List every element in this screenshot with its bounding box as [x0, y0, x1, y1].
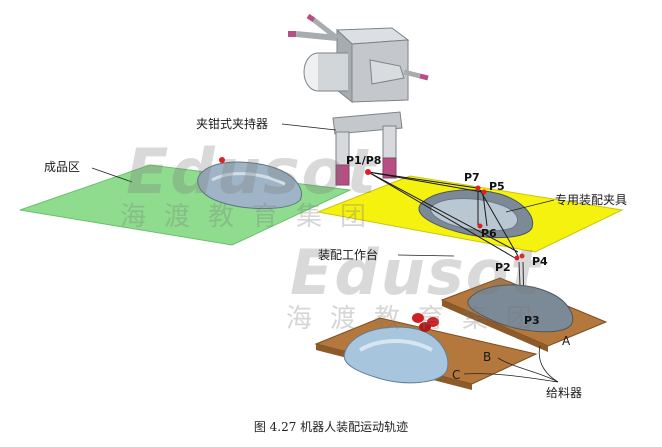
- waypoint-label-p1p8: P1/P8: [346, 154, 382, 167]
- watermark-cjk-lower: 海渡教育集团: [286, 304, 551, 334]
- waypoint-label-p6: P6: [481, 227, 497, 240]
- waypoint-label-p3: P3: [524, 314, 540, 327]
- finished-mouse: [197, 161, 302, 209]
- leader-lines: [91, 123, 559, 383]
- watermark-latin-lower: Edusot: [290, 236, 543, 309]
- feeder-red-part: [412, 313, 424, 323]
- feeder-letter-b: B: [483, 350, 492, 364]
- assembly-fixture-label: 专用装配夹具: [555, 193, 628, 207]
- finished-area-label: 成品区: [44, 160, 81, 174]
- feeders-label: 给料器: [546, 386, 583, 400]
- feeder-letter-c: C: [452, 368, 461, 382]
- waypoint-label-p4: P4: [532, 255, 548, 268]
- feeder-a-part: [467, 284, 574, 333]
- waypoint-label-p2: P2: [495, 261, 511, 274]
- watermark-cjk-upper: 海渡教育集团: [120, 202, 385, 232]
- gripper-label: 夹钳式夹持器: [196, 117, 269, 131]
- robot-gripper: [288, 13, 429, 186]
- feeder-letter-a: A: [562, 334, 571, 348]
- workbench-label: 装配工作台: [318, 248, 379, 262]
- robot-trajectory: [367, 171, 525, 311]
- finished-marker: [219, 157, 225, 163]
- watermark-latin-upper: Edusot: [126, 135, 379, 208]
- waypoint-label-p5: P5: [489, 180, 505, 193]
- feeder-mouse-shell: [343, 326, 449, 384]
- waypoint-label-p7: P7: [464, 171, 480, 184]
- figure-caption: 图 4.27 机器人装配运动轨迹: [253, 420, 409, 434]
